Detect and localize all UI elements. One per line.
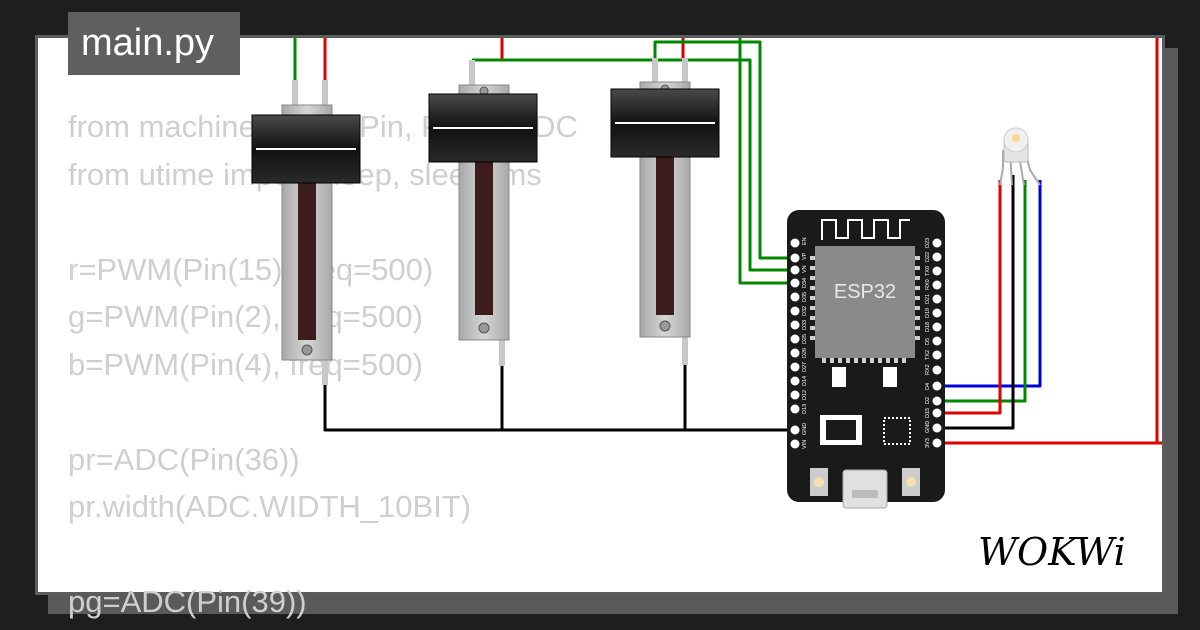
pin-label: RX2 <box>925 364 931 375</box>
wire-green[interactable] <box>472 58 798 272</box>
wire-green[interactable] <box>932 180 1027 403</box>
pin-label: VN <box>802 265 808 273</box>
pin-label: TX2 <box>925 350 931 360</box>
right-pin-labels: D23 D22 TX0 RX0 D21 D19 D18 D5 TX2 RX2 D… <box>925 238 931 448</box>
pin-label: D21 <box>925 294 931 304</box>
pin-label: EN <box>802 237 808 245</box>
pin-label: GND <box>925 421 931 433</box>
pin-label: D27 <box>802 362 808 372</box>
pin-label: TX0 <box>925 266 931 276</box>
wire-green[interactable] <box>738 38 798 285</box>
wokwi-logo: WOKWi <box>978 530 1126 574</box>
wire-black[interactable] <box>323 385 798 432</box>
wires <box>293 38 1162 445</box>
pin-label: D18 <box>925 322 931 332</box>
pin-label: D19 <box>925 308 931 318</box>
pin-label: D35 <box>802 292 808 302</box>
pin-label: D13 <box>802 404 808 414</box>
pin-label: D22 <box>925 252 931 262</box>
pin-label: D4 <box>925 383 931 390</box>
simulation-canvas[interactable] <box>35 35 1165 595</box>
pin-label: D34 <box>802 278 808 288</box>
pin-label: D15 <box>925 408 931 418</box>
logo-text: WOKWi <box>978 530 1126 574</box>
pin-label: D23 <box>925 238 931 248</box>
pin-label: GND <box>802 423 808 435</box>
code-line: pr=ADC(Pin(36)) <box>68 441 300 477</box>
left-pin-labels: EN VP VN D34 D35 D32 D33 D25 D26 D27 D14… <box>802 237 808 449</box>
pin-label: D25 <box>802 334 808 344</box>
pin-label: D5 <box>925 338 931 345</box>
file-tab-label: main.py <box>81 22 215 64</box>
pin-label: D26 <box>802 348 808 358</box>
wire-blue[interactable] <box>932 180 1042 388</box>
code-line: pg=ADC(Pin(39)) <box>68 584 307 619</box>
wire-red[interactable] <box>932 180 1002 415</box>
pin-label: D12 <box>802 390 808 400</box>
file-tab[interactable]: main.py <box>68 12 240 75</box>
rgb-led[interactable] <box>999 127 1041 186</box>
esp32-board[interactable]: ESP32 EN VP VN D34 D35 D32 D33 D25 D26 D… <box>787 210 945 509</box>
slide-potentiometer-3[interactable] <box>610 58 720 365</box>
pin-label: 3V3 <box>925 438 931 448</box>
pin-label: VIN <box>802 440 808 449</box>
pin-label: D2 <box>925 397 931 404</box>
pin-label: D14 <box>802 376 808 386</box>
wire-black[interactable] <box>932 175 1015 430</box>
pin-label: D33 <box>802 320 808 330</box>
slide-potentiometer-1[interactable] <box>251 80 361 385</box>
pin-label: D32 <box>802 306 808 316</box>
chip-label: ESP32 <box>834 281 896 303</box>
pin-label: VP <box>802 252 808 260</box>
slide-potentiometer-2[interactable] <box>428 60 538 366</box>
pin-label: RX0 <box>925 279 931 290</box>
wire-green[interactable] <box>653 40 798 260</box>
code-line: r=PWM(Pin(15), freq=500) <box>68 251 434 287</box>
code-line: pr.width(ADC.WIDTH_10BIT) <box>68 489 472 524</box>
